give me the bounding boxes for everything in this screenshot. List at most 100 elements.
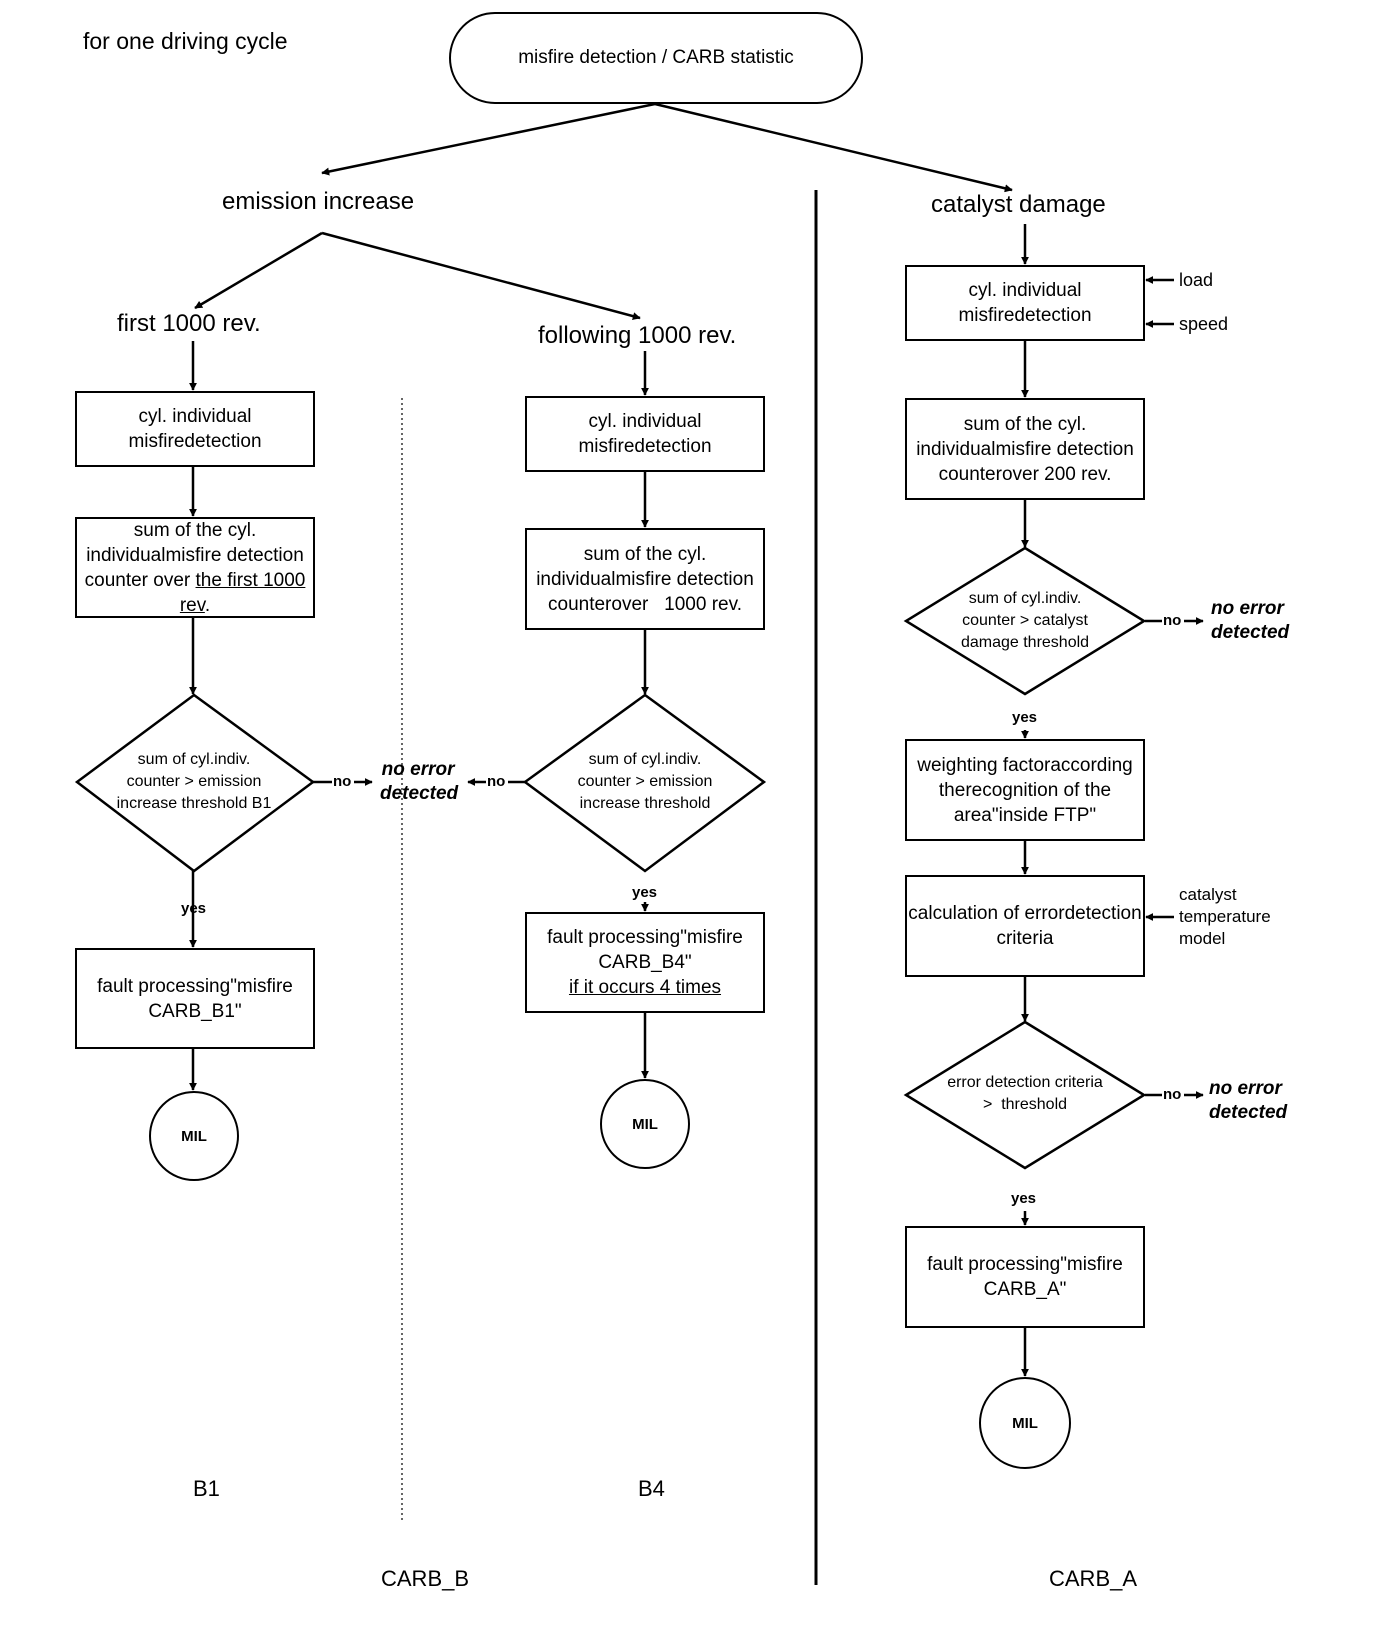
b4-sum-line: sum of the cyl. individual [536,543,707,590]
b4-sum-box: sum of the cyl. individualmisfire detect… [525,528,765,630]
carb-a-weighting-line: recognition of the area [953,779,1112,826]
carb-a-label: CARB_A [1049,1566,1138,1591]
carb-a-fault-line: fault processing [927,1254,1061,1275]
b4-sum-line: over 1000 rev. [611,593,742,615]
carb-a-sum-line: misfire detection counter [938,438,1134,485]
b4-decision-text: sum of cyl.indiv. counter > emission incre… [545,747,745,817]
b1-sum-line: misfire detection counter [84,544,304,591]
carb-a-fault-box: fault processing"misfire CARB_A" [905,1226,1145,1328]
b4-decision-line: increase threshold [579,795,711,812]
carb-a-calc-line: detection criteria [996,903,1142,949]
b4-detect-line: detection [634,436,712,457]
catalyst-temperature-model-label: catalyst temperature model [1179,884,1271,950]
carb-a-no-error1: no error detected [1211,597,1289,645]
carb-a-detect-line: detection [1014,305,1092,326]
b1-yes-label: yes [181,900,207,917]
carb-a-no1-label: no [1163,612,1182,629]
b1-decision-text: sum of cyl.indiv. counter > emission incre… [94,747,294,817]
b1-sum-line: sum of the cyl. individual [86,519,257,566]
decision-diamond [522,693,767,873]
b1-detect-line: detection [184,431,262,452]
carb-a-decision1-line: counter > catalyst [962,612,1088,629]
carb-a-decision2-text: error detection criteria > threshold [920,1070,1130,1118]
connector [321,102,656,176]
b1-mil-indicator: MIL [149,1091,239,1181]
connector [194,231,323,310]
carb-a-weighting-line: "inside FTP" [991,804,1097,826]
carb-a-no2-label: no [1163,1086,1182,1103]
shared-no-error-line: no error [381,759,455,780]
carb-a-sum-box: sum of the cyl. individualmisfire detect… [905,398,1145,500]
carb-a-no-error2-line: detected [1209,1102,1288,1123]
b4-fault-box: fault processing"misfire CARB_B4"if it o… [525,912,765,1013]
b1-decision-line: sum of cyl.indiv. [137,751,251,768]
catalyst-branch-title: catalyst damage [931,191,1106,218]
b4-fault-line: fault processing [547,927,681,948]
speed-input-label: speed [1179,314,1229,334]
cycle-label: for one driving cycle [83,28,288,54]
start-label: misfire detection / CARB statistic [518,47,794,68]
carb-a-calc-line: calculation of error [908,903,1065,924]
connector [654,102,1013,193]
carb-a-sum-line: sum of the cyl. individual [916,413,1087,460]
b1-decision-line: increase threshold B1 [116,795,272,812]
decision-diamond [74,693,316,873]
carb-a-mil-indicator: MIL [979,1377,1071,1469]
emission-branch-title: emission increase [222,188,415,215]
b4-sum-line: misfire detection counter [548,568,754,615]
carb-a-weighting-line: weighting factor [917,754,1051,776]
carb-a-weighting-line: according the [938,754,1133,801]
decision-diamond [903,1020,1147,1170]
carb-a-detect-box: cyl. individual misfiredetection [905,265,1145,341]
b4-no-label: no [487,773,506,790]
b1-fault-line: fault processing [97,975,231,997]
temp-input-line: temperature [1179,907,1271,926]
b4-yes-label: yes [632,884,658,901]
b1-detect-box: cyl. individual misfiredetection [75,391,315,467]
carb-a-decision2-line: error detection criteria [947,1074,1103,1091]
carb-a-no-error1-line: no error [1211,598,1284,619]
carb-a-decision2-line: > threshold [982,1096,1068,1113]
b1-fault-line: "misfire CARB_B1" [148,975,293,1022]
carb-a-no-error1-line: detected [1211,622,1290,643]
b1-sum-range: the first 1000 rev [179,569,306,616]
b1-sum-end: . [204,594,211,616]
b1-decision-line: counter > emission [126,773,262,790]
decision-diamond [903,546,1147,696]
carb-a-fault-line: "misfire CARB_A" [983,1254,1123,1300]
carb-a-detect-line: cyl. individual misfire [958,280,1082,326]
b1-sum-over: over [153,569,196,591]
temp-input-line: model [1179,929,1226,948]
b4-detect-box: cyl. individual misfiredetection [525,396,765,472]
carb-a-calc-box: calculation of errordetection criteria [905,875,1145,977]
carb-a-no-error2-line: no error [1209,1078,1282,1099]
load-input-label: load [1179,270,1214,290]
b4-decision-line: sum of cyl.indiv. [588,751,702,768]
b1-sum-box: sum of the cyl. individualmisfire detect… [75,517,315,618]
b1-detect-line: cyl. individual misfire [128,406,252,452]
b1-heading: first 1000 rev. [117,310,261,337]
carb-a-yes1-label: yes [1012,709,1038,726]
b4-mil-label: MIL [632,1115,658,1133]
start-terminal: misfire detection / CARB statistic [449,12,863,104]
b1-fault-box: fault processing"misfire CARB_B1" [75,948,315,1049]
b4-decision-line: counter > emission [577,773,713,790]
shared-no-error-line: detected [380,783,459,804]
carb-a-yes2-label: yes [1011,1190,1037,1207]
b1-sum-line: over the first 1000 rev. [153,570,305,616]
carb-a-no-error2: no error detected [1209,1077,1287,1125]
temp-input-line: catalyst [1179,885,1237,904]
carb-a-mil-label: MIL [1012,1414,1038,1432]
b4-heading: following 1000 rev. [538,322,737,349]
b1-mil-label: MIL [181,1127,207,1145]
carb-a-decision1-line: sum of cyl.indiv. [968,590,1082,607]
b1-no-label: no [333,773,352,790]
b4-fault-line: "misfire CARB_B4" [598,927,743,973]
b4-detect-line: cyl. individual misfire [578,411,702,457]
carb-b-label: CARB_B [381,1566,470,1591]
b4-fault-condition: if it occurs 4 times [568,977,722,998]
b4-mil-indicator: MIL [600,1079,690,1169]
shared-no-error: no error detected [378,758,458,806]
connector [321,231,641,321]
